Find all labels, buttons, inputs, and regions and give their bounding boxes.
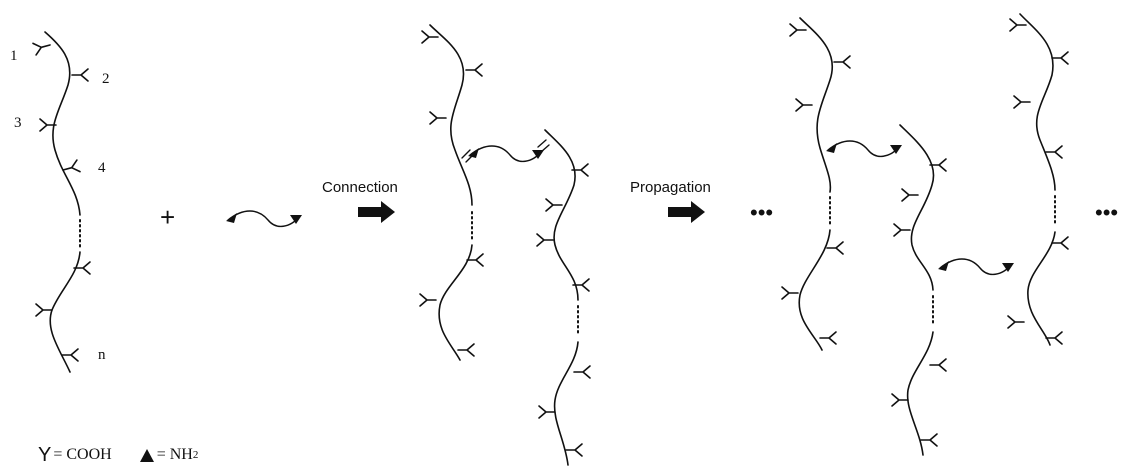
propagation-arrow xyxy=(668,201,705,223)
triangle-icon xyxy=(139,448,154,462)
site-label-2: 2 xyxy=(102,71,110,87)
propagation-label: Propagation xyxy=(630,179,711,196)
site-label-1: 1 xyxy=(10,48,18,64)
nh2-text: = NH xyxy=(156,446,193,463)
connection-label: Connection xyxy=(322,179,398,196)
cooh-symbol: Y xyxy=(38,443,52,466)
site-label-4: 4 xyxy=(98,160,106,176)
plus-sign: + xyxy=(160,202,175,232)
cooh-text: = COOH xyxy=(53,446,112,463)
nh2-subscript: 2 xyxy=(192,449,199,461)
single-polymer-chain xyxy=(32,31,91,373)
crosslinked-network xyxy=(781,13,1069,456)
crosslinker-molecule xyxy=(225,210,303,228)
site-label-3: 3 xyxy=(14,115,22,131)
ellipsis-right: ••• xyxy=(1095,200,1118,225)
connected-chain-pair xyxy=(419,24,591,466)
connection-arrow xyxy=(358,201,395,223)
ellipsis-left: ••• xyxy=(750,200,773,225)
site-label-n: n xyxy=(98,347,106,363)
